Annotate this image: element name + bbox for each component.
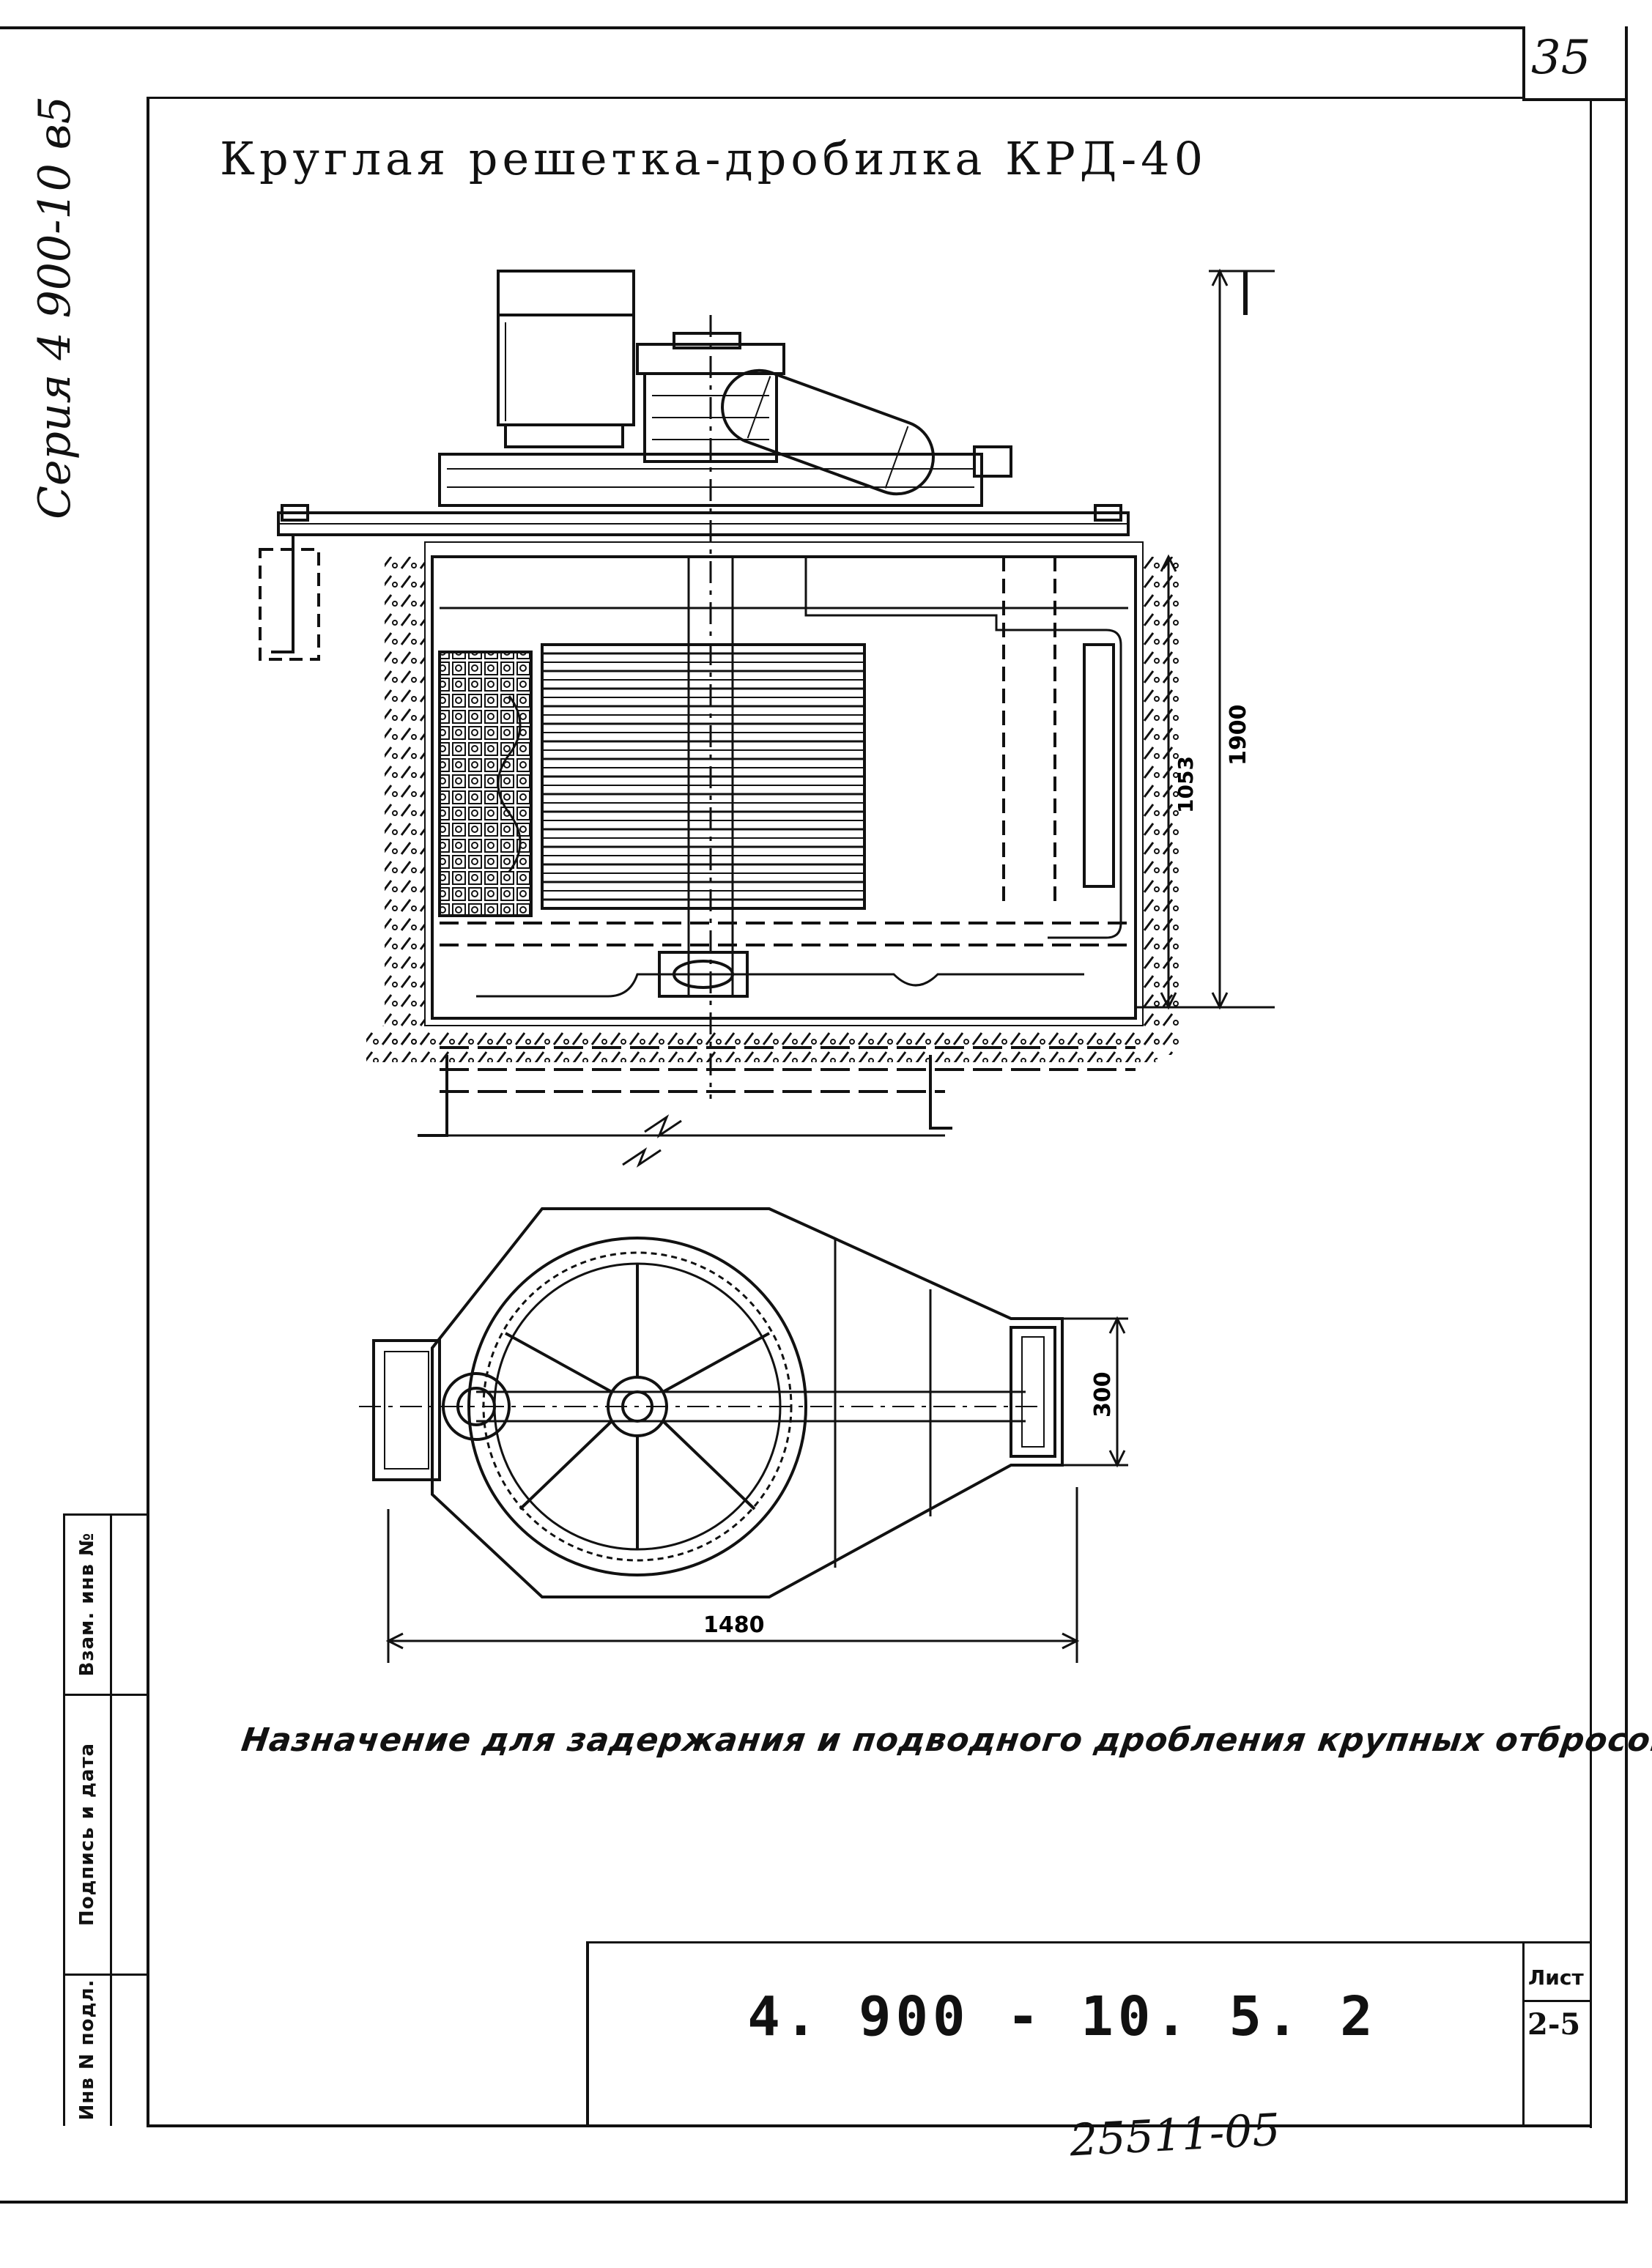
side-elevation (259, 270, 1275, 1138)
dim-height-inner: 1053 (1174, 756, 1198, 813)
purpose-note: Назначение для задержания и подводного д… (239, 1722, 1652, 1759)
stamp-divider (110, 1513, 112, 2126)
stamp-top (63, 1513, 149, 1516)
plan-dimensions (385, 1316, 1128, 1663)
drawing-title: Круглая решетка-дробилка КРД-40 (220, 132, 1208, 185)
stamp-podpis-data: Подпись и дата (76, 1742, 98, 1927)
inner-frame-bottom (147, 2124, 1591, 2127)
plan-view (359, 1207, 1064, 1598)
sheet-number: 35 (1531, 31, 1591, 85)
title-block-divider (1522, 1941, 1525, 2126)
inner-frame-left (147, 97, 149, 2127)
sheet-number-box-left (1522, 26, 1525, 100)
document-code: 4. 900 - 10. 5. 2 (747, 1985, 1377, 2048)
outer-frame-right (1625, 26, 1628, 2202)
title-block-top (586, 1941, 1591, 1943)
list-label: Лист (1528, 1965, 1584, 1990)
title-block-left (586, 1941, 589, 2126)
dim-height-total: 1900 (1226, 705, 1251, 766)
outer-frame-bottom (0, 2201, 1628, 2204)
stamp-line-2 (63, 1974, 149, 1976)
dim-outlet: 300 (1090, 1371, 1116, 1418)
inner-frame-right (1590, 99, 1592, 2128)
dim-length: 1480 (703, 1612, 765, 1638)
stamp-line-1 (63, 1694, 149, 1696)
title-block-list-line (1522, 2000, 1591, 2002)
inner-frame-top (147, 97, 1524, 99)
height-dimensions (1160, 268, 1275, 1010)
stamp-inv-podl: Инв N подл. (76, 1979, 98, 2121)
list-value: 2-5 (1527, 2007, 1581, 2042)
outer-frame-top (0, 26, 1522, 29)
stamp-left-edge (63, 1513, 65, 2126)
stamp-vzam-inv: Взам. инв № (76, 1532, 98, 1677)
sheet-number-box-bottom (1522, 98, 1626, 101)
